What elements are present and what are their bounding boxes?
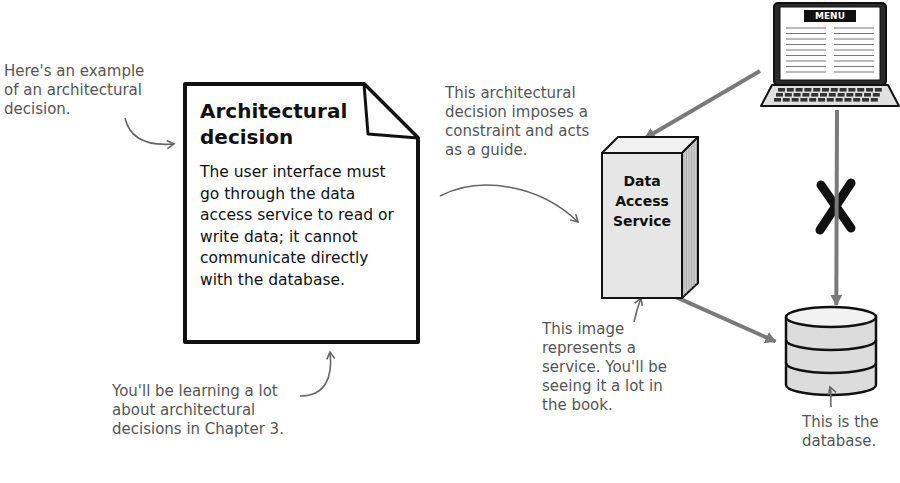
key	[785, 93, 792, 97]
leader-line	[125, 118, 174, 144]
key	[866, 88, 873, 92]
menu-line	[786, 61, 826, 62]
key	[809, 98, 816, 102]
connector-arrow	[834, 110, 839, 305]
cylinder-band	[786, 340, 876, 373]
key	[855, 93, 862, 97]
key	[802, 93, 809, 97]
book-front	[602, 153, 682, 298]
annotation: You'll be learning a lot about architect…	[112, 382, 302, 439]
menu-line	[834, 28, 874, 29]
database-cylinder: This is the database.	[772, 305, 890, 457]
menu-line	[786, 33, 826, 34]
key	[871, 98, 878, 102]
menu-line	[786, 55, 826, 56]
menu-line	[834, 39, 874, 40]
database-caption: This is the database.	[802, 413, 888, 451]
key	[820, 93, 827, 97]
decision-document: Architectural decisionThe user interface…	[183, 82, 420, 344]
menu-line	[834, 44, 874, 45]
key	[829, 93, 836, 97]
key	[836, 98, 843, 102]
laptop-base	[761, 85, 899, 106]
document-body: The user interface must go through the d…	[200, 162, 406, 291]
page-edge	[691, 146, 692, 289]
key	[840, 88, 847, 92]
page-edge	[686, 151, 687, 294]
laptop-illustration: MENU	[760, 2, 900, 110]
page-edge	[689, 148, 690, 291]
key	[846, 93, 853, 97]
connector-arrow	[645, 71, 760, 138]
key	[792, 98, 799, 102]
key	[776, 93, 783, 97]
cylinder-body	[786, 317, 876, 395]
menu-line	[786, 72, 826, 73]
menu-line	[834, 50, 874, 51]
laptop-bezel	[774, 3, 886, 85]
document-border	[185, 84, 418, 342]
key	[838, 93, 845, 97]
page-edge	[696, 141, 697, 284]
document-heading: Architectural decision	[200, 98, 350, 150]
leader-line	[830, 387, 831, 407]
annotation: This architectural decision imposes a co…	[445, 84, 605, 160]
key	[804, 88, 811, 92]
menu-line	[786, 66, 826, 67]
folded-corner	[364, 84, 418, 138]
book-side	[682, 137, 698, 298]
key	[783, 98, 790, 102]
menu-line	[786, 28, 826, 29]
key	[813, 88, 820, 92]
service-book: Data Access Service	[600, 135, 700, 300]
key	[811, 93, 818, 97]
key	[844, 98, 851, 102]
database-outline	[772, 305, 890, 397]
leader-line	[300, 352, 331, 396]
menu-line	[834, 72, 874, 73]
menu-line	[786, 44, 826, 45]
key	[853, 98, 860, 102]
key	[822, 88, 829, 92]
cylinder-top	[786, 307, 876, 327]
page-edge	[684, 153, 685, 296]
key	[774, 98, 781, 102]
laptop-screen	[780, 7, 880, 80]
key	[818, 98, 825, 102]
key	[787, 88, 794, 92]
key	[796, 88, 803, 92]
key	[800, 98, 807, 102]
key	[864, 93, 871, 97]
menu-line	[834, 33, 874, 34]
annotation: Here's an example of an architectural de…	[4, 62, 154, 119]
key	[778, 88, 785, 92]
service-name: Data Access Service	[605, 171, 679, 231]
menu-line	[834, 55, 874, 56]
key	[875, 88, 882, 92]
key	[827, 98, 834, 102]
leader-line	[440, 185, 578, 222]
key	[862, 98, 869, 102]
key	[873, 93, 880, 97]
menu-title: MENU	[804, 10, 856, 22]
leader-line	[634, 298, 641, 322]
annotation: This image represents a service. You'll …	[542, 320, 687, 415]
menu-line	[834, 66, 874, 67]
key	[848, 88, 855, 92]
key	[794, 93, 801, 97]
page-edge	[694, 143, 695, 286]
key	[831, 88, 838, 92]
menu-line	[834, 61, 874, 62]
menu-line	[786, 39, 826, 40]
menu-line	[786, 50, 826, 51]
connector-arrow	[675, 297, 776, 342]
key	[857, 88, 864, 92]
